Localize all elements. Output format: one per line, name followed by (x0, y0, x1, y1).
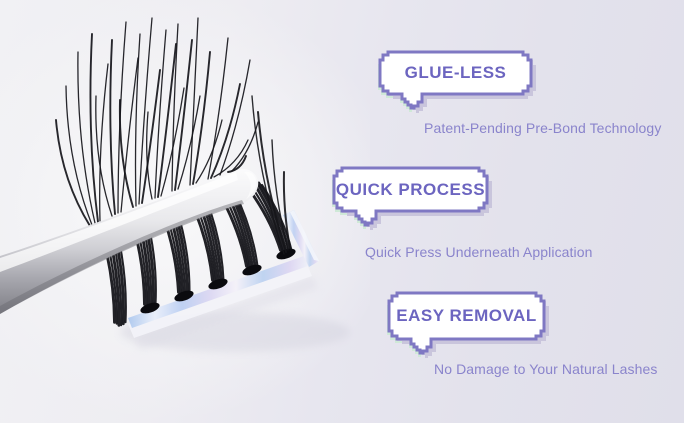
product-photo (0, 0, 370, 420)
callout-subtitle: Patent-Pending Pre-Bond Technology (424, 120, 662, 136)
callout-subtitle: Quick Press Underneath Application (365, 244, 593, 260)
callout-title: QUICK PROCESS (335, 179, 486, 199)
front-lash-strands (251, 95, 291, 255)
callout-subtitle: No Damage to Your Natural Lashes (434, 361, 658, 377)
applicator-wand (0, 169, 259, 314)
pixel-speech-bubble-icon (378, 50, 536, 113)
iridescent-strip (128, 210, 319, 350)
lash-clusters (98, 179, 296, 327)
pixel-speech-bubble-icon (332, 166, 492, 230)
callout-title: GLUE-LESS (404, 63, 507, 82)
upper-lash-fan (55, 17, 259, 227)
pixel-speech-bubble-icon (387, 291, 549, 358)
callout-title: EASY REMOVAL (396, 306, 537, 325)
